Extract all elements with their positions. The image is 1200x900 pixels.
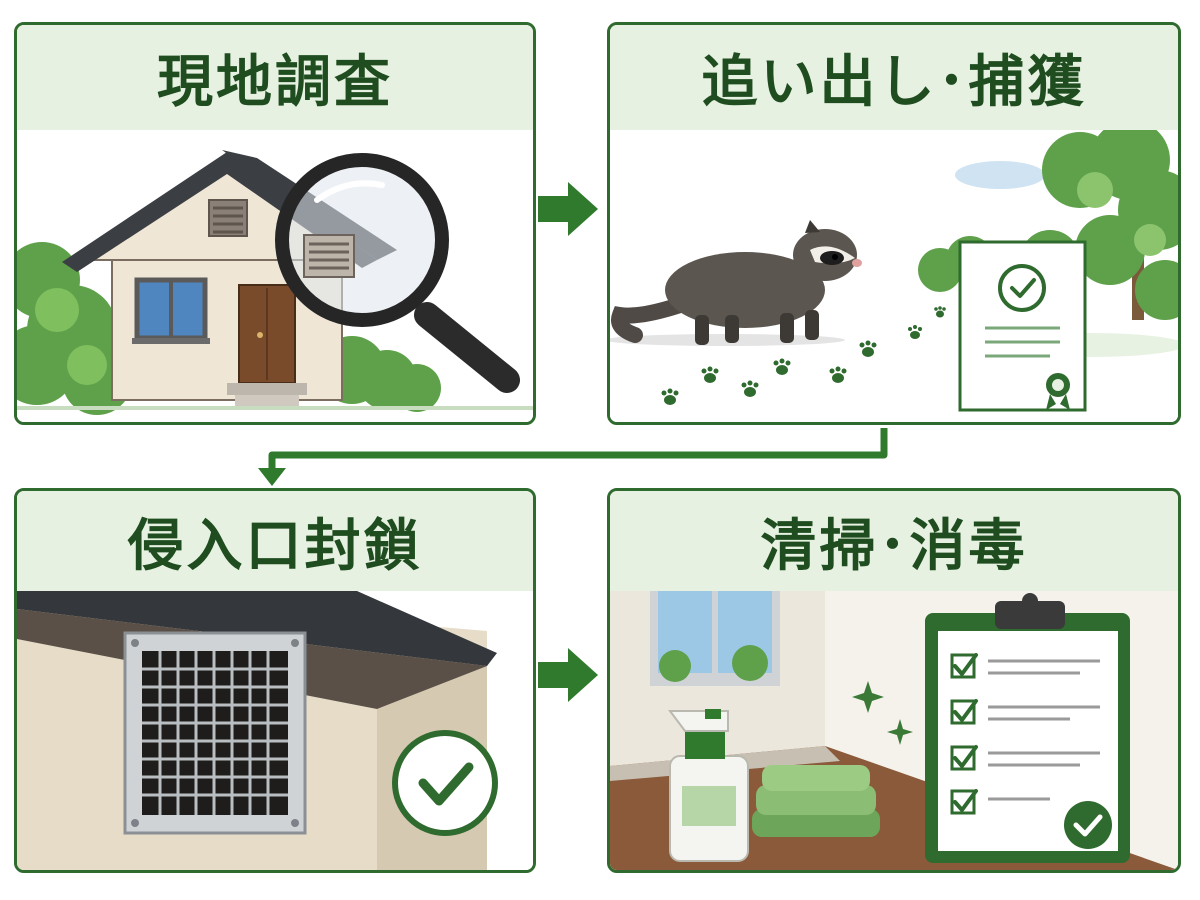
civet-icon (610, 220, 862, 346)
step-title: 現地調査 (157, 50, 393, 115)
magnifier-icon (275, 153, 520, 393)
paw-print-icon (661, 306, 946, 405)
arrow-step1-to-step2 (538, 182, 598, 236)
civet-eviction-illustration (610, 130, 1178, 422)
step-header: 侵入口封鎖 (17, 491, 533, 591)
step-panel-eviction: 追い出し･捕獲 (607, 22, 1181, 425)
step-title: 侵入口封鎖 (127, 513, 423, 579)
sparkle-icon (852, 681, 913, 745)
step-panel-sealing: 侵入口封鎖 (14, 488, 536, 873)
arrow-step2-to-step3 (268, 428, 888, 470)
vent-mesh-illustration (17, 591, 533, 870)
step-header: 現地調査 (17, 25, 533, 130)
check-circle-icon (392, 730, 498, 836)
step-panel-survey: 現地調査 (14, 22, 536, 425)
step-header: 追い出し･捕獲 (610, 25, 1178, 130)
step-title: 清掃･消毒 (760, 513, 1028, 579)
step-header: 清掃･消毒 (610, 491, 1178, 591)
cleaning-cloth-icon (752, 765, 880, 837)
spray-bottle-icon (668, 709, 749, 862)
arrow-step2-to-step3-head (258, 468, 286, 486)
arrow-step3-to-step4 (538, 648, 598, 702)
house-inspection-illustration (17, 130, 533, 422)
cleaning-disinfection-illustration (610, 591, 1178, 870)
certificate-icon (958, 240, 1087, 412)
step-title: 追い出し･捕獲 (701, 50, 1087, 115)
clipboard-checklist-icon (925, 593, 1130, 863)
step-panel-cleaning: 清掃･消毒 (607, 488, 1181, 873)
